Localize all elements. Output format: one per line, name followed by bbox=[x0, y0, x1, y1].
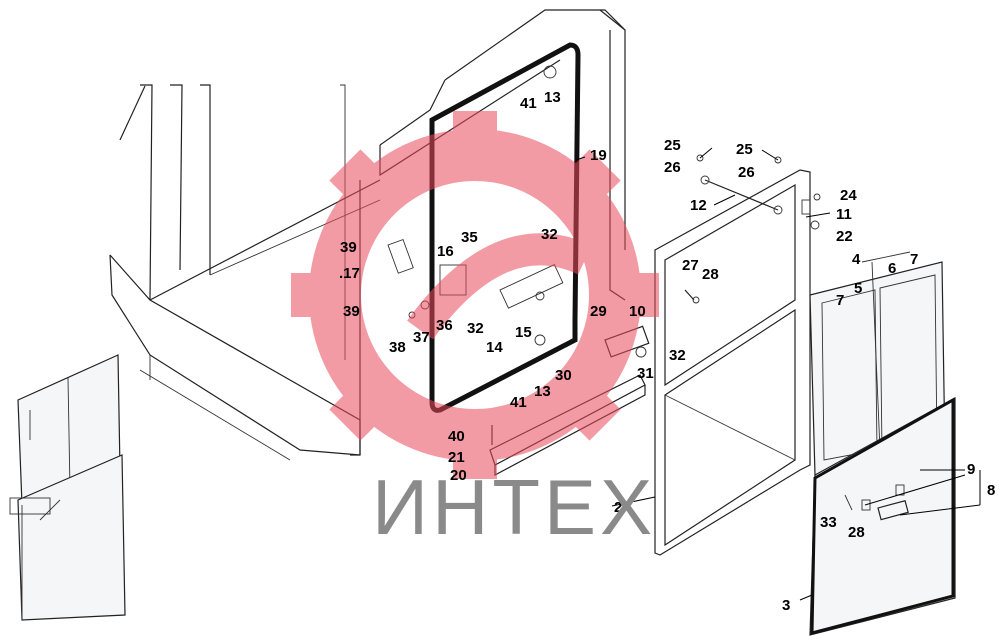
callout-10: 10 bbox=[629, 303, 646, 320]
callout-5: 5 bbox=[854, 280, 862, 297]
callout-14: 14 bbox=[486, 339, 503, 356]
callout-22: 22 bbox=[836, 228, 853, 245]
callout-27: 27 bbox=[682, 257, 699, 274]
callout-7b: 7 bbox=[836, 292, 844, 309]
lower-glass-panel bbox=[809, 396, 956, 636]
callout-20: 20 bbox=[450, 467, 467, 484]
watermark-brand-text: ИНТЕХ bbox=[372, 463, 657, 551]
callout-4: 4 bbox=[852, 251, 861, 268]
callout-11: 11 bbox=[836, 206, 852, 223]
left-door bbox=[9, 354, 126, 621]
gear-tooth bbox=[615, 273, 659, 317]
callout-24: 24 bbox=[840, 187, 857, 204]
callout-26b: 26 bbox=[738, 164, 755, 181]
callout-37: 37 bbox=[413, 329, 430, 346]
callout-41b: 41 bbox=[510, 394, 527, 411]
callout-36: 36 bbox=[436, 317, 453, 334]
callout-19: 19 bbox=[590, 147, 607, 164]
callout-38: 38 bbox=[389, 339, 406, 356]
callout-8: 8 bbox=[987, 482, 995, 499]
gear-tooth bbox=[329, 378, 392, 441]
callout-6: 6 bbox=[888, 260, 896, 277]
gear-tooth bbox=[453, 111, 497, 155]
callout-28a: 28 bbox=[702, 266, 719, 283]
callout-26a: 26 bbox=[664, 159, 681, 176]
callout-17: .17 bbox=[339, 265, 360, 282]
callout-13b: 13 bbox=[534, 383, 551, 400]
main-door-frame bbox=[604, 154, 821, 556]
gear-tooth bbox=[558, 378, 621, 441]
callout-32a: 32 bbox=[541, 226, 558, 243]
callout-28b: 28 bbox=[848, 524, 865, 541]
callout-32b: 32 bbox=[467, 320, 484, 337]
gear-tooth bbox=[329, 149, 392, 212]
callout-39a: 39 bbox=[340, 239, 357, 256]
watermark-gear-logo bbox=[291, 111, 659, 479]
callout-33: 33 bbox=[820, 514, 837, 531]
callout-32c: 32 bbox=[669, 347, 686, 364]
callout-30: 30 bbox=[555, 367, 572, 384]
callout-21: 21 bbox=[448, 449, 465, 466]
callout-25b: 25 bbox=[736, 141, 753, 158]
callout-40: 40 bbox=[448, 428, 465, 445]
callout-13: 13 bbox=[544, 89, 561, 106]
callout-16: 16 bbox=[437, 243, 454, 260]
gear-tooth bbox=[453, 435, 497, 479]
callout-39b: 39 bbox=[343, 303, 360, 320]
leader-lines bbox=[575, 147, 981, 601]
callout-35: 35 bbox=[461, 229, 478, 246]
gear-tooth bbox=[558, 149, 621, 212]
callout-9: 9 bbox=[967, 461, 975, 478]
callout-12: 12 bbox=[690, 197, 707, 214]
callout-29: 29 bbox=[590, 303, 607, 320]
callout-3: 3 bbox=[782, 597, 790, 614]
callout-41: 41 bbox=[520, 95, 537, 112]
callout-25a: 25 bbox=[664, 137, 681, 154]
gear-tooth bbox=[291, 273, 335, 317]
callout-31: 31 bbox=[637, 365, 654, 382]
callout-15: 15 bbox=[515, 324, 532, 341]
callout-2: 2 bbox=[614, 499, 622, 516]
callout-7a: 7 bbox=[910, 251, 918, 268]
